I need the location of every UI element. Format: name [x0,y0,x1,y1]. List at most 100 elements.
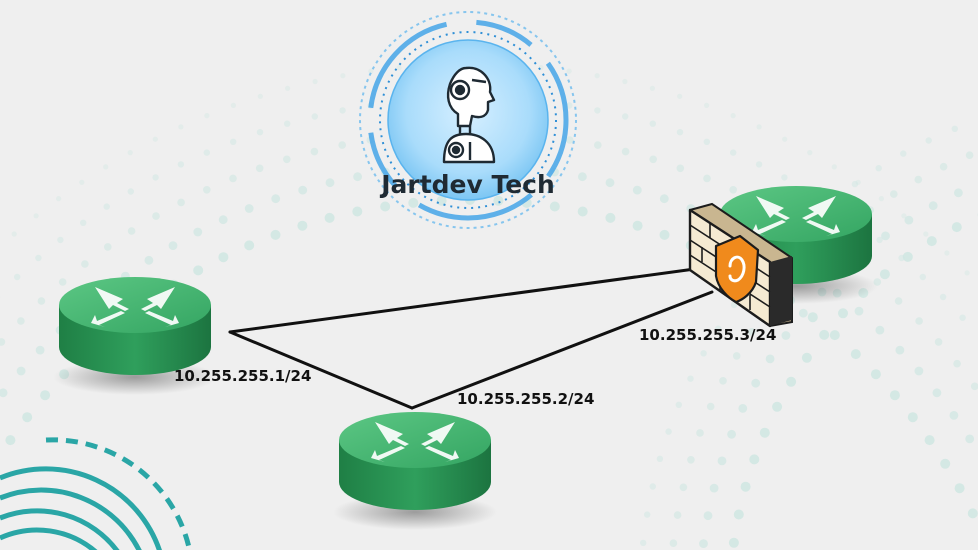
background-dot [889,390,900,401]
background-dot [829,330,840,341]
background-dot [35,254,42,262]
background-dot [894,297,903,305]
background-dot [244,240,255,251]
background-dot [178,124,184,130]
background-dot [244,204,254,213]
background-dot [632,220,643,231]
background-dot [677,93,683,99]
background-dot [932,388,942,398]
background-dot [40,390,51,401]
router-center[interactable] [333,412,497,530]
background-dot [717,456,727,466]
background-dot [37,297,46,305]
background-dot [965,151,974,159]
background-dot [687,456,695,464]
background-dot [338,141,347,149]
background-dot [380,201,391,212]
background-dot [669,539,678,547]
background-dot [679,483,688,492]
background-dot [838,308,848,319]
background-dot [270,229,281,240]
background-dot [934,338,943,346]
background-dot [81,260,89,268]
background-dot [605,178,615,188]
background-dot [675,401,682,408]
background-dot [700,350,707,357]
background-dot [408,197,419,208]
background-dot [0,338,6,346]
background-dot [819,329,830,340]
robot-icon [442,66,496,164]
background-dot [949,411,959,420]
background-dot [127,227,136,235]
background-dot [709,483,719,493]
background-dot [875,165,882,172]
background-dot [310,147,319,156]
background-dot [325,178,335,188]
ip-label-router-center: 10.255.255.2/24 [457,390,594,408]
background-dot [640,539,647,547]
link-center-to-firewall [410,290,714,410]
background-dot [665,428,672,435]
background-dot [704,102,710,108]
background-dot [204,113,210,119]
background-dot [748,328,756,336]
background-dot [801,352,812,363]
background-dot [895,345,905,355]
background-dot [703,511,713,521]
background-dot [152,174,159,181]
background-dot [255,164,264,173]
background-dot [729,186,737,194]
background-dot [16,366,26,376]
background-dot [915,317,923,325]
background-dot [900,150,907,157]
background-dot [565,136,574,144]
background-dot [786,376,797,387]
background-dot [340,73,346,79]
background-dot [673,511,682,519]
background-dot [578,172,587,182]
brand-logo: Jartdev Tech [359,11,577,229]
background-dot [230,102,236,108]
background-dot [851,180,859,188]
background-dot [621,147,630,156]
background-dot [782,136,788,142]
background-dot [676,164,685,173]
router-icon [333,412,497,530]
background-dot [740,481,751,492]
background-dot [11,231,17,237]
background-dot [696,429,704,437]
background-dot [549,201,560,212]
link-left-to-center [228,330,414,410]
background-dot [298,185,308,195]
background-dot [954,483,965,494]
background-dot [218,252,229,263]
background-dot [203,149,210,156]
background-dot [907,412,918,423]
background-dot [728,537,739,548]
background-dot [79,179,85,185]
firewall-icon [688,202,793,328]
background-dot [644,511,651,518]
background-dot [733,509,744,520]
background-dot [0,388,8,398]
background-dot [944,250,950,256]
background-dot [127,150,133,156]
background-dot [706,402,715,411]
background-dot [168,241,178,251]
background-dot [970,382,978,391]
background-dot [58,278,67,286]
background-dot [229,174,237,183]
ip-label-firewall: 10.255.255.3/24 [639,326,776,344]
background-dot [649,483,656,490]
background-dot [876,236,883,244]
background-dot [765,354,775,364]
link-left-to-firewall [228,266,704,334]
firewall[interactable] [688,202,793,328]
background-dot [755,161,763,168]
background-dot [798,308,808,318]
background-dot [311,113,318,120]
background-dot [103,203,110,210]
background-dot [230,138,237,145]
background-dot [605,212,616,223]
